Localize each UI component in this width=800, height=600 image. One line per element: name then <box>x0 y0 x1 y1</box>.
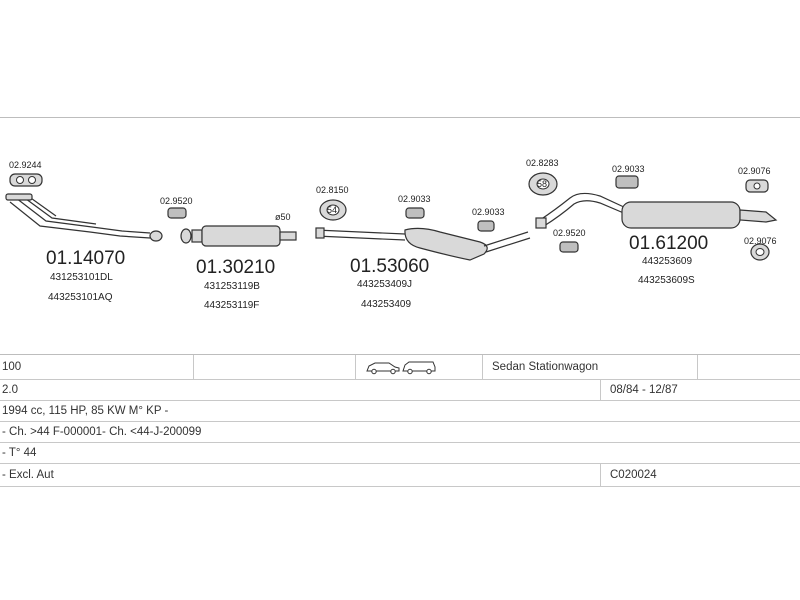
body-type-icons <box>365 355 437 379</box>
code-cell: C020024 <box>610 469 657 481</box>
part-number-clamp-3[interactable]: 02.9033 <box>612 164 645 174</box>
type-cell: - T° 44 <box>2 447 37 459</box>
gasket-2-icon <box>559 241 579 253</box>
front-silencer-icon <box>180 225 297 247</box>
part-number-gasket-1[interactable]: 02.9520 <box>160 196 193 206</box>
table-row-model: 100 Sedan Stationwagon <box>0 355 800 380</box>
front-pipe-ref-2: 443253101AQ <box>48 292 113 303</box>
clamp-1-icon <box>405 207 425 219</box>
spec-cell: 1994 cc, 115 HP, 85 KW M° KP - <box>2 405 169 417</box>
clamp-2-icon <box>477 220 495 232</box>
exclusion-cell: - Excl. Aut <box>2 469 54 481</box>
table-row-chassis: - Ch. >44 F-000001- Ch. <44-J-200099 <box>0 422 800 443</box>
part-number-ring-2[interactable]: 02.8283 <box>526 158 559 168</box>
table-row-engine: 2.0 08/84 - 12/87 <box>0 380 800 401</box>
part-number-clamp-front[interactable]: 02.9244 <box>9 160 42 170</box>
rear-silencer-ref-1: 443253609 <box>642 256 692 267</box>
middle-silencer-ref-1: 443253409J <box>357 279 412 290</box>
hanger-2-icon <box>750 243 770 261</box>
front-silencer-diameter: ø50 <box>275 212 291 222</box>
front-silencer-ref-2: 443253119F <box>204 300 259 311</box>
rear-silencer-icon <box>535 192 778 229</box>
hanger-1-icon <box>745 179 769 193</box>
part-number-rear-silencer[interactable]: 01.61200 <box>629 233 708 254</box>
part-number-front-silencer[interactable]: 01.30210 <box>196 257 275 278</box>
dates-cell: 08/84 - 12/87 <box>610 384 678 396</box>
middle-silencer-ref-2: 443253409 <box>361 299 411 310</box>
part-number-front-pipe[interactable]: 01.14070 <box>46 248 125 269</box>
front-pipe-icon <box>5 193 163 242</box>
engine-cell: 2.0 <box>2 384 18 396</box>
top-border-line <box>0 117 800 118</box>
part-number-clamp-1[interactable]: 02.9033 <box>398 194 431 204</box>
ring-2-label: 58 <box>537 179 547 189</box>
table-row-type: - T° 44 <box>0 443 800 464</box>
table-top-line <box>0 354 800 355</box>
clamp-3-icon <box>615 175 639 189</box>
part-number-middle-silencer[interactable]: 01.53060 <box>350 256 429 277</box>
chassis-cell: - Ch. >44 F-000001- Ch. <44-J-200099 <box>2 426 202 438</box>
table-row-exclusion: - Excl. Aut C020024 <box>0 464 800 487</box>
ring-1-icon: 54 <box>319 199 347 221</box>
exhaust-parts-diagram: 02.9244 01.14070 431253101DL 443253101AQ… <box>0 118 800 348</box>
car-icon <box>366 361 436 375</box>
body-types-cell: Sedan Stationwagon <box>492 361 599 373</box>
front-silencer-ref-1: 431253119B <box>204 281 260 292</box>
part-number-hanger-1[interactable]: 02.9076 <box>738 166 771 176</box>
model-cell: 100 <box>2 361 22 373</box>
part-number-clamp-2[interactable]: 02.9033 <box>472 207 505 217</box>
ring-1-label: 54 <box>327 205 337 215</box>
part-number-gasket-2[interactable]: 02.9520 <box>553 228 586 238</box>
table-row-spec: 1994 cc, 115 HP, 85 KW M° KP - <box>0 401 800 422</box>
part-number-ring-1[interactable]: 02.8150 <box>316 185 349 195</box>
ring-2-icon: 58 <box>528 172 558 196</box>
rear-silencer-ref-2: 443253609S <box>638 275 695 286</box>
part-number-hanger-2[interactable]: 02.9076 <box>744 236 777 246</box>
clamp-front-icon <box>9 173 43 187</box>
gasket-1-icon <box>167 207 187 219</box>
front-pipe-ref-1: 431253101DL <box>50 272 113 283</box>
middle-silencer-icon <box>315 227 531 261</box>
